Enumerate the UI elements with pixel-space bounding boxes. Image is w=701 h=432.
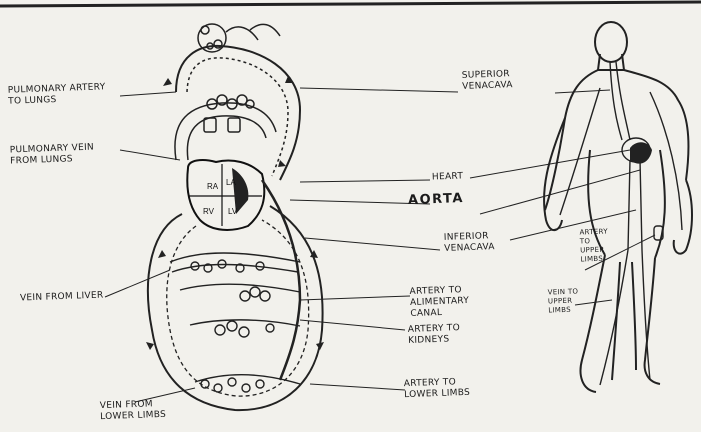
artery-to-upper-limbs-label: ARTERY TO UPPER LIMBS	[579, 228, 609, 265]
gut-bed	[180, 284, 300, 301]
top-border-line	[0, 2, 701, 6]
heart-la-label: LA	[226, 178, 236, 187]
loop-to-head	[176, 46, 300, 180]
artery-to-kidneys-label: ARTERY TO KIDNEYS	[408, 323, 461, 347]
vein-to-upper-limbs-label: VEIN TO UPPER LIMBS	[548, 287, 580, 315]
heart-lv-label: LV	[228, 207, 238, 216]
heart	[187, 160, 264, 230]
heart-label: HEART	[432, 171, 464, 183]
organ-capillaries	[170, 253, 300, 392]
heart-rv-label: RV	[203, 207, 215, 216]
aorta-label: AORTA	[408, 193, 464, 206]
artery-to-alimentary-canal-label: ARTERY TO ALIMENTARY CANAL	[409, 285, 469, 320]
lung-capillaries	[175, 95, 276, 160]
systemic-loop-inner	[167, 220, 309, 396]
heart-ra-label: RA	[207, 182, 219, 191]
pulmonary-vein-label: PULMONARY VEIN FROM LUNGS	[10, 143, 95, 168]
superior-vena-cava-label: SUPERIOR VENACAVA	[462, 69, 513, 93]
liver-bed	[170, 253, 300, 272]
artery-to-lower-limbs-label: ARTERY TO LOWER LIMBS	[404, 377, 471, 401]
pulmonary-artery-label: PULMONARY ARTERY TO LUNGS	[8, 82, 106, 107]
legs-bed	[195, 375, 300, 392]
kidney-bed	[190, 320, 300, 337]
vein-from-lower-limbs-label: VEIN FROM LOWER LIMBS	[100, 399, 167, 423]
inferior-vena-cava-label: INFERIOR VENACAVA	[444, 231, 495, 255]
descending-aorta	[262, 180, 300, 380]
human-heart	[630, 142, 652, 163]
